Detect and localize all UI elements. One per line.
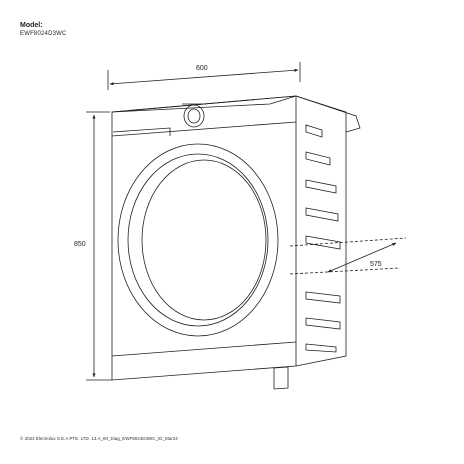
depth-dimension [289, 237, 407, 275]
washing-machine [111, 95, 361, 390]
copyright-footer: © 2024 Electrolux S.E.A PTE. LTD. 13.A_I… [20, 436, 178, 441]
width-dimension [107, 62, 301, 90]
side-vents [305, 124, 341, 353]
height-label: 850 [74, 241, 86, 248]
model-label: Model: [20, 22, 43, 29]
model-code: EWF8024D3WC [20, 31, 67, 37]
width-label: 600 [196, 65, 208, 72]
height-dimension [86, 111, 112, 381]
model-header: Model: EWF8024D3WC [20, 22, 67, 38]
depth-label: 575 [370, 261, 382, 268]
